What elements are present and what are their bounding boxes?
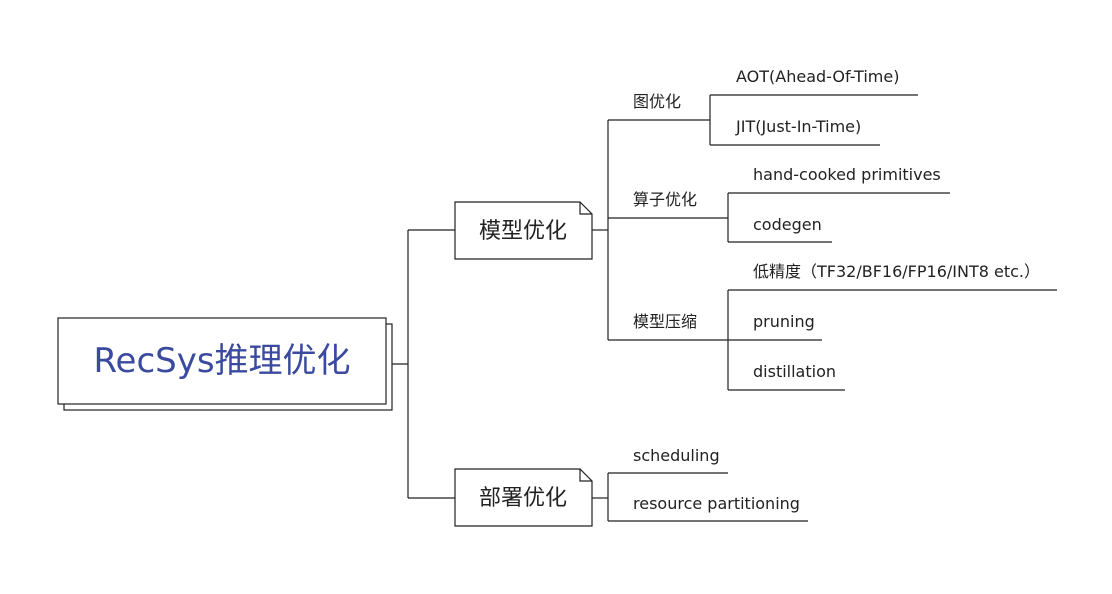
document-fold-icon bbox=[579, 202, 592, 215]
model-optimization-label: 模型优化 bbox=[479, 219, 567, 244]
connectors bbox=[390, 94, 1057, 522]
deployment-optimization-node[interactable]: 部署优化 bbox=[454, 468, 593, 527]
document-fold-icon bbox=[579, 469, 592, 482]
model-optimization-box bbox=[454, 201, 593, 260]
deployment-optimization-label: 部署优化 bbox=[479, 486, 567, 511]
model-optimization-node[interactable]: 模型优化 bbox=[454, 201, 593, 260]
leaf-jit[interactable]: JIT(Just-In-Time) bbox=[735, 117, 861, 136]
graph-optimization-label[interactable]: 图优化 bbox=[633, 92, 681, 111]
leaf-hand-cooked-primitives[interactable]: hand-cooked primitives bbox=[753, 165, 941, 184]
root-node-label: RecSys推理优化 bbox=[93, 341, 350, 381]
operator-optimization-label[interactable]: 算子优化 bbox=[633, 190, 697, 209]
leaf-resource-partitioning[interactable]: resource partitioning bbox=[633, 494, 800, 513]
leaf-low-precision[interactable]: 低精度（TF32/BF16/FP16/INT8 etc.） bbox=[753, 262, 1040, 281]
leaf-scheduling[interactable]: scheduling bbox=[633, 446, 720, 465]
root-node[interactable]: RecSys推理优化 bbox=[57, 317, 393, 411]
leaf-pruning[interactable]: pruning bbox=[753, 312, 815, 331]
model-compression-label[interactable]: 模型压缩 bbox=[633, 312, 697, 331]
deployment-optimization-box bbox=[454, 468, 593, 527]
root-node-box bbox=[57, 317, 387, 405]
leaf-distillation[interactable]: distillation bbox=[753, 362, 836, 381]
leaf-aot[interactable]: AOT(Ahead-Of-Time) bbox=[736, 67, 899, 86]
leaf-codegen[interactable]: codegen bbox=[753, 215, 822, 234]
